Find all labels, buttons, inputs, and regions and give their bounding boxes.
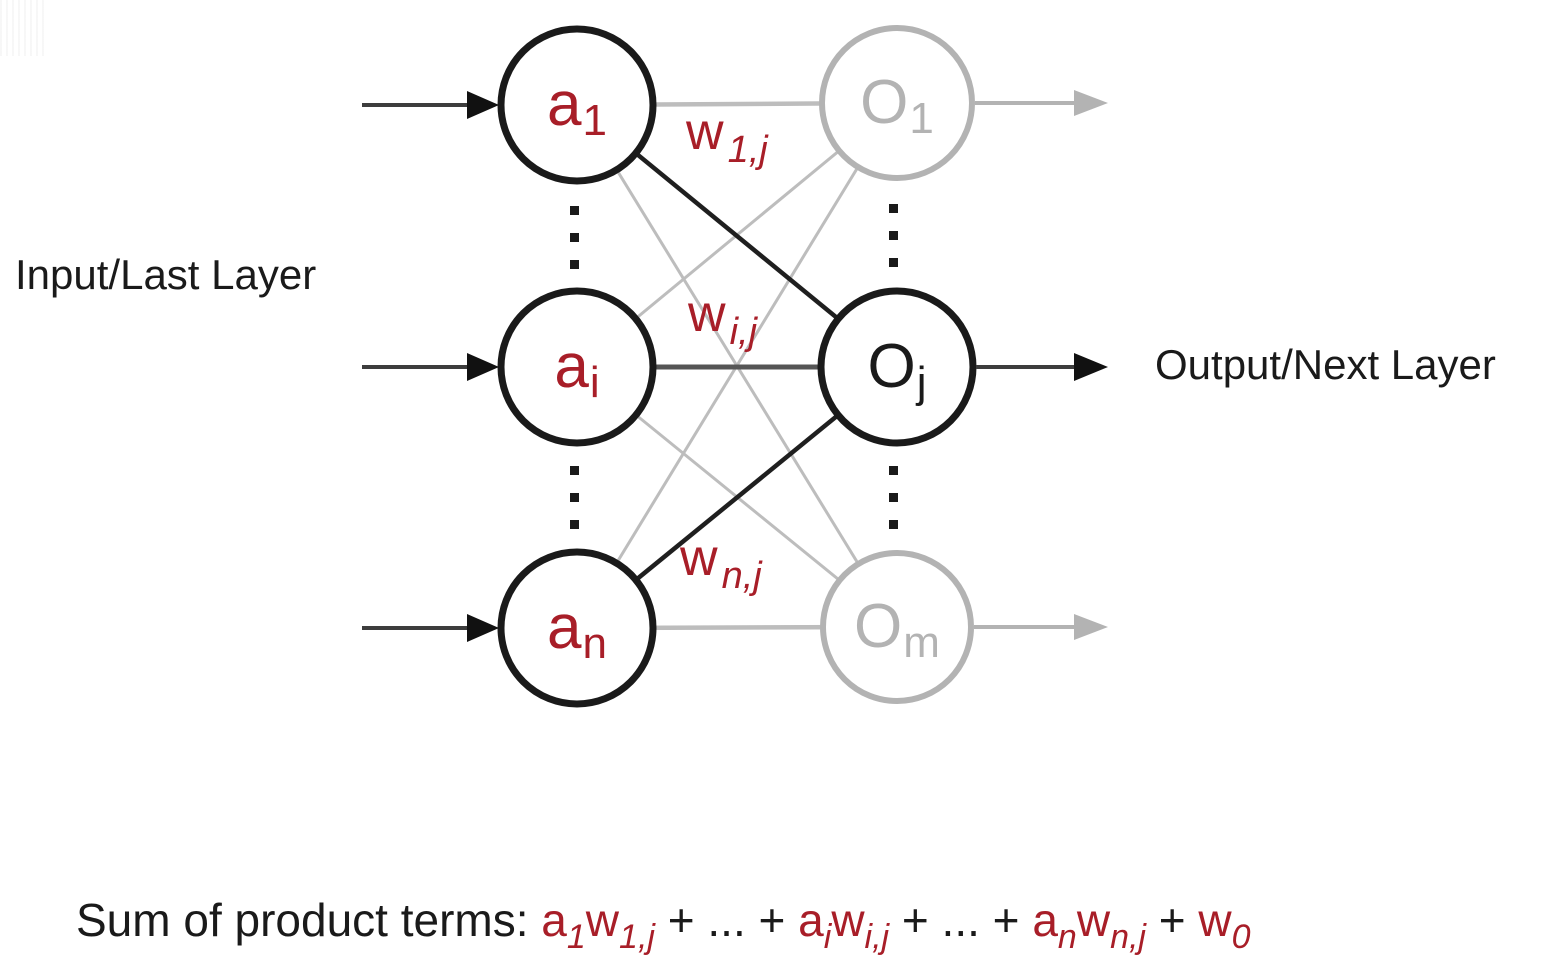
formula-bias-sub: 0 xyxy=(1231,918,1251,956)
node-om-circle xyxy=(820,550,974,704)
weight-wnj-subscript: n,j xyxy=(721,555,762,597)
node-o1-circle xyxy=(819,25,975,181)
node-ai-symbol: a xyxy=(554,332,589,401)
node-a1-subscript: 1 xyxy=(582,96,607,145)
ellipsis-dots-input-bottom xyxy=(570,466,579,529)
scan-artifact xyxy=(0,0,46,56)
formula-prefix: Sum of product terms: xyxy=(76,894,542,946)
sum-of-products-formula: Sum of product terms: a1w1,j + ... + aiw… xyxy=(76,892,1251,956)
node-an-circle xyxy=(497,548,657,708)
formula-term1-weight-sub: 1,j xyxy=(619,918,655,956)
formula-op3: + xyxy=(1145,894,1199,946)
weight-wij-subscript: i,j xyxy=(729,311,758,353)
formula-term1-weight: w xyxy=(585,894,620,946)
input-arrow-ai xyxy=(362,353,499,381)
ellipsis-dots-input-top xyxy=(570,206,579,269)
formula-term3-base-sub: n xyxy=(1057,918,1077,956)
input-layer-caption: Input/Last Layer xyxy=(15,251,317,298)
formula-op2: + ... + xyxy=(889,894,1033,946)
formula-term2-weight-sub: i,j xyxy=(864,918,890,956)
formula-term1-base-sub: 1 xyxy=(566,918,586,956)
ellipsis-dots-output-bottom xyxy=(889,466,898,529)
node-an-subscript: n xyxy=(582,619,607,668)
node-o1-subscript: 1 xyxy=(909,94,934,143)
node-a1-circle xyxy=(497,25,657,185)
weight-w1j-symbol: w xyxy=(686,103,724,161)
formula-term3-weight-sub: n,j xyxy=(1110,918,1146,956)
node-om-symbol: O xyxy=(854,592,903,661)
formula-op1: + ... + xyxy=(654,894,799,946)
formula-term3-base: a xyxy=(1032,894,1058,946)
formula-term2-weight: w xyxy=(831,894,865,946)
node-o1-symbol: O xyxy=(860,68,909,137)
node-ai-subscript: i xyxy=(589,358,600,407)
weight-wnj-symbol: w xyxy=(680,529,718,587)
node-oj-circle xyxy=(817,287,977,447)
formula-term2-base-sub: i xyxy=(823,918,832,956)
output-arrow-o1 xyxy=(975,90,1108,116)
weight-wij-symbol: w xyxy=(688,285,726,343)
node-a1-symbol: a xyxy=(547,70,582,139)
node-ai-circle xyxy=(497,287,657,447)
formula-bias: w xyxy=(1198,894,1232,946)
output-layer-caption: Output/Next Layer xyxy=(1155,341,1496,388)
node-om-subscript: m xyxy=(903,618,940,667)
node-an-symbol: a xyxy=(547,593,582,662)
formula-term2-base: a xyxy=(798,894,824,946)
ellipsis-dots-output-top xyxy=(889,204,898,267)
formula-term3-weight: w xyxy=(1076,894,1111,946)
output-arrow-om xyxy=(974,614,1108,640)
node-oj-subscript: j xyxy=(916,358,927,407)
formula-term1-base: a xyxy=(541,894,567,946)
weight-w1j-subscript: 1,j xyxy=(727,129,768,171)
input-arrow-an xyxy=(362,614,499,642)
input-arrow-a1 xyxy=(362,91,499,119)
node-oj-symbol: O xyxy=(867,332,916,401)
output-arrow-oj xyxy=(976,353,1108,381)
